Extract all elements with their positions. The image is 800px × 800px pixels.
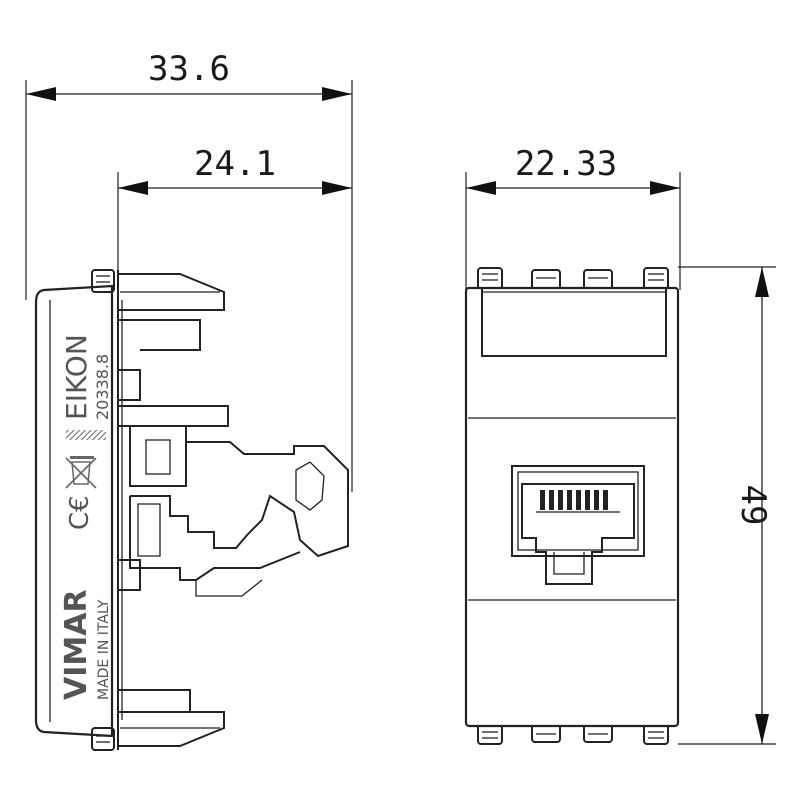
dimension-label-body-depth: 24.1 (194, 144, 276, 184)
dimension-arrow-icon (118, 181, 148, 195)
rj45-socket-icon (511, 465, 645, 585)
dimension-arrow-icon (322, 87, 352, 101)
dimension-arrow-icon (466, 181, 496, 195)
dimension-label-width: 22.33 (515, 144, 617, 184)
origin-marking: MADE IN ITALY (96, 599, 112, 700)
weee-bin-icon (65, 456, 97, 489)
code-marking: 20338.8 (93, 354, 112, 420)
series-label: EIKON (60, 334, 93, 420)
dimension-label-height: 49 (733, 485, 773, 526)
side-view: 33.6 24.1 (25, 49, 353, 751)
front-top-tabs (477, 267, 669, 291)
side-face-plate (34, 284, 114, 738)
dimension-label-overall-depth: 33.6 (148, 49, 230, 89)
label-window (481, 287, 667, 357)
hatch-mark (66, 430, 106, 440)
dimension-overall-depth: 33.6 (26, 49, 352, 101)
side-markings: VIMAR (59, 589, 94, 700)
dimension-arrow-icon (755, 714, 769, 744)
ce-mark-icon: C€ (65, 495, 95, 530)
origin-label: MADE IN ITALY (96, 599, 112, 700)
dimension-arrow-icon (755, 267, 769, 297)
dimension-arrow-icon (650, 181, 680, 195)
ce-marking: C€ (65, 495, 95, 530)
series-marking: EIKON (60, 334, 93, 420)
side-body (117, 270, 349, 750)
bottom-clip (91, 711, 225, 751)
top-clip (91, 269, 225, 311)
dimension-arrow-icon (26, 87, 56, 101)
dimension-body-depth: 24.1 (118, 144, 352, 195)
dimension-arrow-icon (322, 181, 352, 195)
code-label: 20338.8 (93, 354, 112, 420)
dimension-width: 22.33 (466, 144, 680, 195)
rj45-contacts (540, 490, 608, 510)
front-view: 22.33 49 (464, 144, 776, 745)
dimension-height: 49 (733, 267, 773, 744)
brand-label: VIMAR (59, 589, 94, 700)
